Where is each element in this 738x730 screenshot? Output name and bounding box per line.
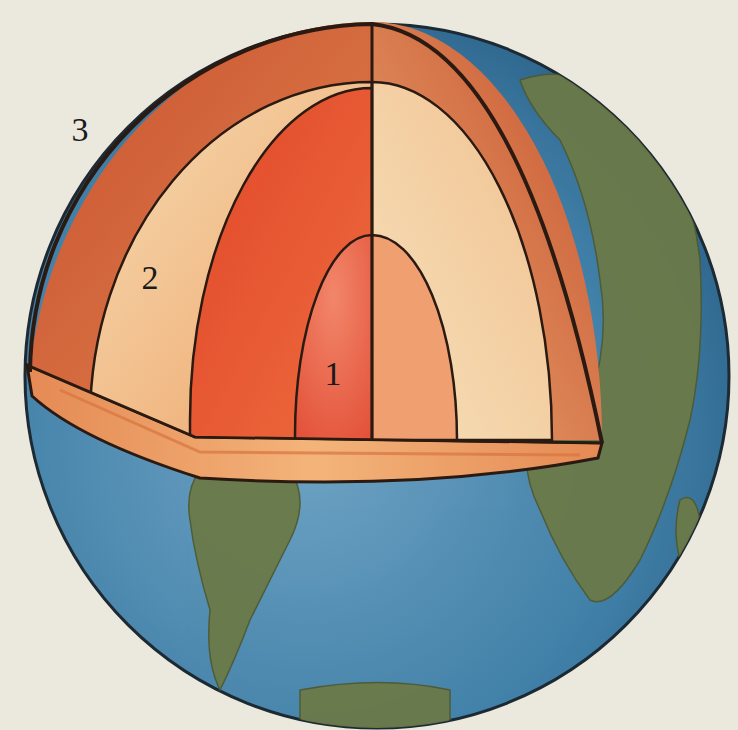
callout-number: 3 [72,113,89,147]
callout-number: 2 [142,261,159,295]
callout-number: 1 [325,357,342,391]
